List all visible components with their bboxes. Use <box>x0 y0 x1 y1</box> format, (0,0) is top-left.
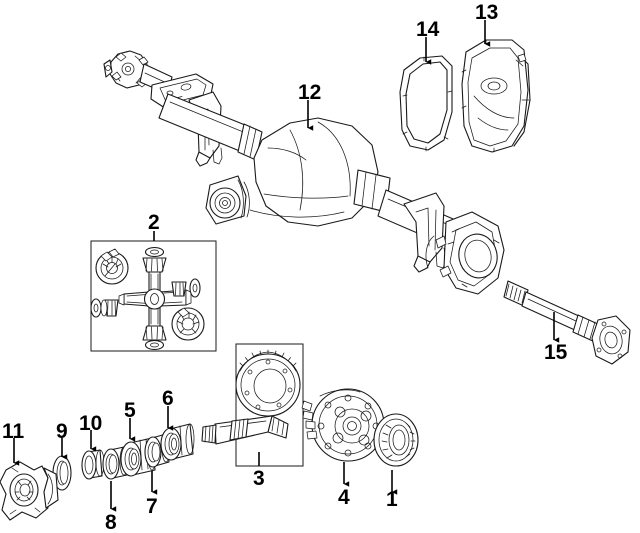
callout-label-6: 6 <box>162 387 174 410</box>
differential-cover <box>461 39 531 153</box>
ring-and-pinion-gear-set-box <box>201 343 304 467</box>
rear-axle-shaft <box>503 280 631 365</box>
callout-label-1: 1 <box>386 488 398 511</box>
callout-label-15: 15 <box>544 341 568 364</box>
differential-side-bearing <box>373 413 419 467</box>
right-axle-tube-assembly <box>377 189 505 295</box>
differential-gear-kit-box <box>90 231 217 352</box>
wheel-hub-flange <box>0 461 59 521</box>
callout-label-3: 3 <box>253 467 265 490</box>
callout-label-10: 10 <box>79 412 103 435</box>
axle-housing-assembly <box>103 50 263 167</box>
callout-label-9: 9 <box>56 420 68 443</box>
callout-label-7: 7 <box>146 495 158 518</box>
differential-case <box>301 388 385 462</box>
callout-label-5: 5 <box>124 399 136 422</box>
callout-label-4: 4 <box>338 486 350 509</box>
callout-leaders <box>13 20 560 512</box>
callout-label-14: 14 <box>416 18 440 41</box>
callout-label-8: 8 <box>105 511 117 533</box>
callout-label-11: 11 <box>2 420 25 443</box>
callout-label-2: 2 <box>148 211 160 234</box>
differential-carrier-housing <box>205 117 391 227</box>
callout-label-13: 13 <box>475 1 499 24</box>
callout-label-12: 12 <box>298 81 322 104</box>
differential-cover-gasket <box>399 55 453 152</box>
axle-bearing-stack <box>52 423 195 491</box>
